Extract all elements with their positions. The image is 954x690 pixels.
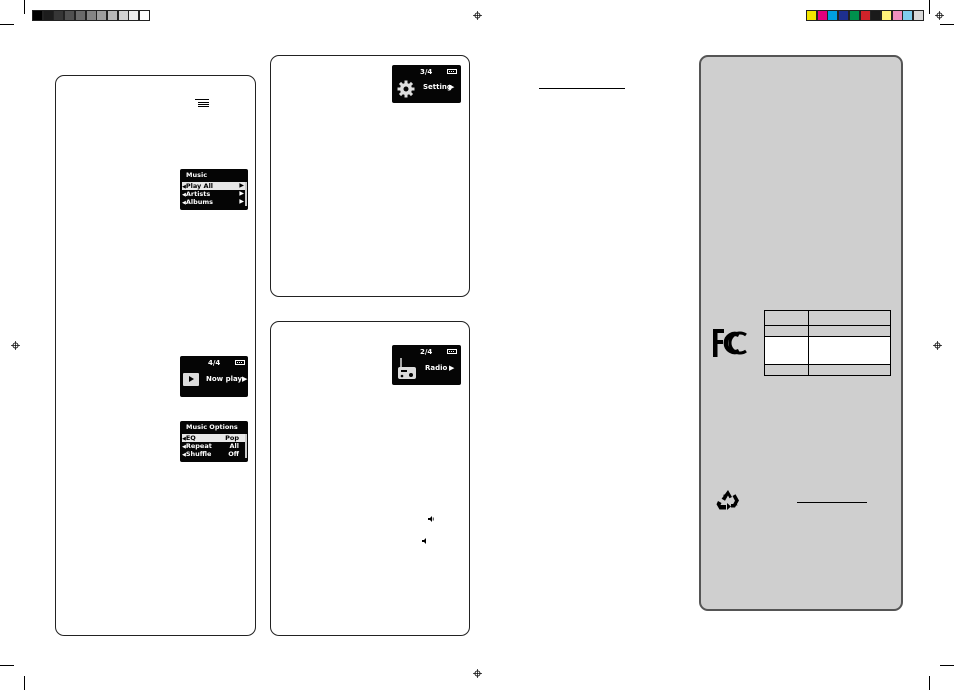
grayscale-color-bar xyxy=(0,0,160,24)
speaker-icon xyxy=(422,531,427,544)
music-instructions-panel: Music ◀Play All▶ ◀Artists▶ ◀Albums▶ 4/4 … xyxy=(55,75,256,636)
color-swatch xyxy=(838,10,850,21)
speaker-icon xyxy=(428,509,434,522)
setting-panel: 3/4 Setting ▶ xyxy=(270,55,470,297)
color-swatch xyxy=(128,10,140,21)
color-swatch xyxy=(53,10,65,21)
menu-item-play-all: ◀Play All▶ xyxy=(182,182,245,190)
radio-icon xyxy=(397,357,417,381)
info-table xyxy=(764,310,891,376)
divider xyxy=(539,88,625,89)
menu-item-artists: ◀Artists▶ xyxy=(182,190,244,198)
arrow-right-icon: ▶ xyxy=(242,375,248,383)
color-swatch xyxy=(32,10,43,21)
arrow-right-icon: ▶ xyxy=(449,364,455,372)
registration-mark-icon xyxy=(11,341,20,350)
color-swatch xyxy=(42,10,54,21)
scrollbar xyxy=(245,182,247,206)
battery-icon xyxy=(447,349,457,354)
now-playing-screen: 4/4 Now playi ▶ xyxy=(180,356,248,397)
play-icon xyxy=(183,373,199,386)
screen-title: Music Options xyxy=(186,423,238,431)
gear-icon xyxy=(397,80,415,98)
setting-label: Setting xyxy=(423,83,452,91)
menu-icon xyxy=(195,99,209,107)
color-swatch xyxy=(913,10,924,21)
music-menu-screen: Music ◀Play All▶ ◀Artists▶ ◀Albums▶ xyxy=(180,169,248,210)
color-swatch xyxy=(806,10,817,21)
color-swatch xyxy=(117,10,129,21)
color-swatch xyxy=(74,10,86,21)
battery-icon xyxy=(447,69,457,74)
now-playing-label: Now playi xyxy=(206,375,242,383)
menu-item-albums: ◀Albums▶ xyxy=(182,198,244,206)
page-indicator: 3/4 xyxy=(420,68,433,76)
color-swatch xyxy=(859,10,871,21)
process-color-bar xyxy=(0,0,954,24)
registration-mark-icon xyxy=(473,669,482,678)
battery-icon xyxy=(235,360,245,365)
color-swatch xyxy=(891,10,903,21)
fcc-logo xyxy=(711,327,749,359)
page-indicator: 2/4 xyxy=(420,348,433,356)
color-swatch xyxy=(880,10,892,21)
color-swatch xyxy=(85,10,97,21)
radio-label: Radio xyxy=(425,364,448,372)
color-swatch xyxy=(816,10,828,21)
color-swatch xyxy=(64,10,76,21)
color-swatch xyxy=(827,10,839,21)
color-swatch xyxy=(139,10,150,21)
color-swatch xyxy=(902,10,914,21)
screen-title: Music xyxy=(186,171,208,179)
setting-screen: 3/4 Setting ▶ xyxy=(392,65,461,103)
registration-mark-icon xyxy=(473,11,482,20)
registration-mark-icon xyxy=(933,341,942,350)
color-swatch xyxy=(848,10,860,21)
radio-panel: 2/4 Radio ▶ xyxy=(270,321,470,636)
radio-screen: 2/4 Radio ▶ xyxy=(392,345,461,385)
scrollbar xyxy=(245,434,247,458)
color-swatch xyxy=(870,10,882,21)
recycle-icon xyxy=(716,489,740,511)
arrow-right-icon: ▶ xyxy=(449,83,455,91)
page-indicator: 4/4 xyxy=(208,359,221,367)
divider xyxy=(797,502,867,503)
regulatory-panel xyxy=(699,55,903,611)
color-swatch xyxy=(106,10,118,21)
registration-mark-icon xyxy=(935,11,944,20)
color-swatch xyxy=(96,10,108,21)
